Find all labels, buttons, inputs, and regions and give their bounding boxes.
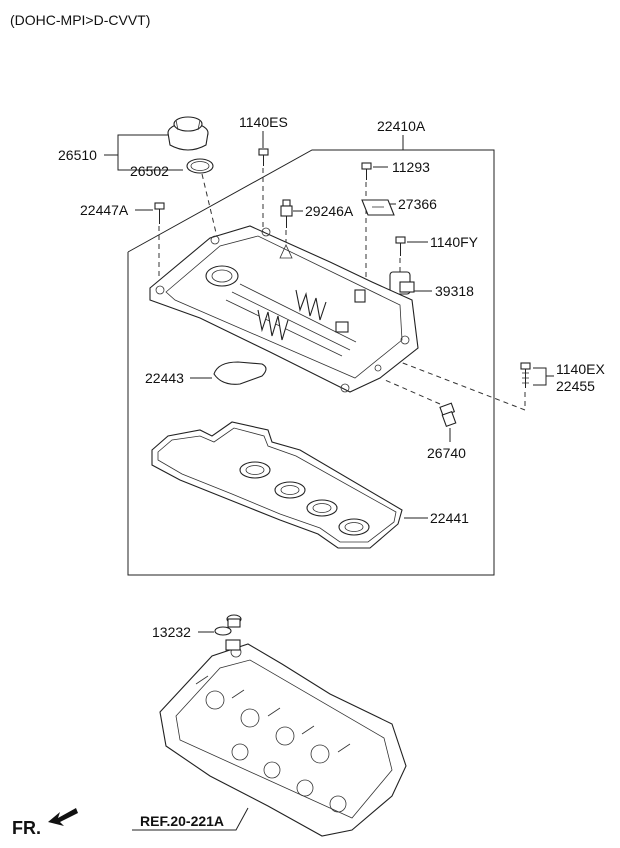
engine-variant-title: (DOHC-MPI>D-CVVT) <box>10 12 150 28</box>
label-13232: 13232 <box>152 624 191 640</box>
label-26510: 26510 <box>58 147 97 163</box>
label-29246a: 29246A <box>305 203 354 219</box>
assembly-box <box>127 149 495 576</box>
bolt-1140fy-part[interactable] <box>395 236 406 256</box>
label-1140es: 1140ES <box>239 114 288 130</box>
head-cover-gasket-part[interactable] <box>151 421 403 549</box>
label-11293: 11293 <box>392 159 430 175</box>
label-22455: 22455 <box>556 378 595 394</box>
bracket-27366-part[interactable] <box>361 199 395 216</box>
label-27366: 27366 <box>398 196 437 212</box>
oil-filler-cap-part[interactable] <box>167 116 209 151</box>
label-22441: 22441 <box>430 510 469 526</box>
label-1140ex: 1140EX <box>556 361 605 377</box>
label-26502: 26502 <box>130 163 169 179</box>
label-1140fy: 1140FY <box>430 234 479 250</box>
label-26740: 26740 <box>427 445 466 461</box>
label-22443: 22443 <box>145 370 184 386</box>
bolt-1140ex-part[interactable] <box>520 362 531 388</box>
front-direction-label: FR. <box>12 818 41 838</box>
label-22447a: 22447A <box>80 202 129 218</box>
sensor-26740-part[interactable] <box>439 402 457 428</box>
oil-cap-gasket-part[interactable] <box>186 158 214 174</box>
bolt-11293-part[interactable] <box>361 162 372 180</box>
bolt-1140es-part[interactable] <box>258 148 269 166</box>
cam-position-sensor-part[interactable] <box>389 271 415 302</box>
label-22410a: 22410A <box>377 118 426 134</box>
plug-13232-part[interactable] <box>214 614 242 636</box>
bolt-22447a-part[interactable] <box>154 202 165 224</box>
arrow-left-down-icon <box>48 808 78 826</box>
gasket-22443-part[interactable] <box>213 361 267 385</box>
valve-cover-part[interactable] <box>149 225 419 393</box>
reference-label[interactable]: REF.20-221A <box>140 813 224 829</box>
plug-29246a-part[interactable] <box>280 199 293 228</box>
cylinder-head-part[interactable] <box>159 639 407 837</box>
label-39318: 39318 <box>435 283 474 299</box>
